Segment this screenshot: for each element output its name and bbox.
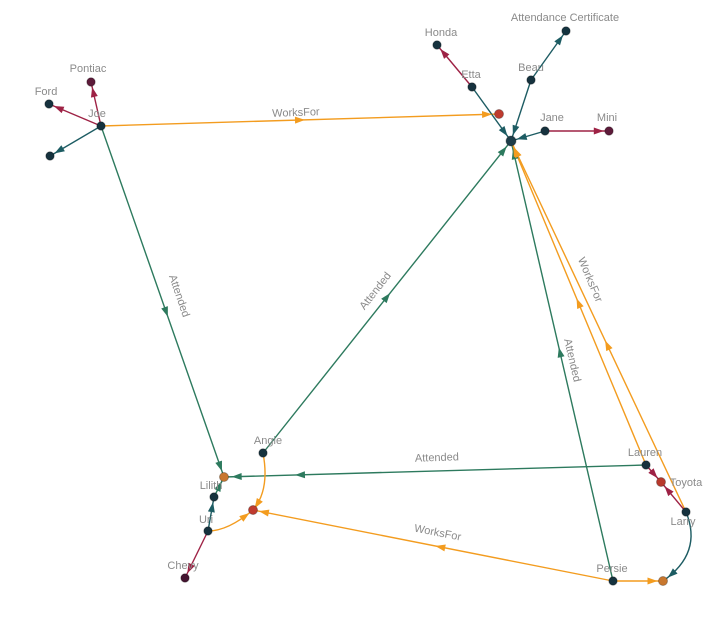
edge-arrow-icon [161, 306, 168, 317]
edge-arrow-icon [497, 146, 507, 157]
node-company-right[interactable] [658, 576, 668, 586]
edge-arrow-icon [593, 127, 604, 135]
edge-larry-hub[interactable] [510, 140, 687, 513]
node-label: Jane [540, 112, 564, 124]
edge-beau-attendance-certificate[interactable] [530, 30, 567, 81]
node-joe-contact[interactable] [45, 151, 55, 161]
node-company-top[interactable] [494, 109, 504, 119]
edge-arrow-icon [435, 544, 446, 552]
node-event-bottom[interactable] [219, 472, 229, 482]
edge-lauren-event-bottom[interactable] [223, 464, 647, 478]
node-pontiac[interactable] [86, 77, 96, 87]
edge-label: Attended [415, 451, 459, 465]
edge-arrow-icon [498, 125, 508, 137]
edge-label: Attended [166, 273, 192, 319]
edge-arrow-icon [481, 111, 493, 119]
edge-persie-hub[interactable] [510, 140, 614, 582]
node-label: Pontiac [70, 63, 107, 75]
edge-joe-event-bottom[interactable] [100, 125, 225, 478]
node-etta[interactable] [467, 82, 477, 92]
node-label: Ford [35, 86, 58, 98]
edge-arrow-icon [516, 133, 528, 140]
edge-arrow-icon [440, 48, 450, 59]
node-ford[interactable] [44, 99, 54, 109]
node-company-bottom[interactable] [248, 505, 258, 515]
node-label: Persie [596, 563, 627, 575]
edge-arrow-icon [557, 347, 565, 358]
node-lauren[interactable] [641, 460, 651, 470]
node-honda[interactable] [432, 40, 442, 50]
node-label: Toyota [670, 477, 703, 489]
edge-etta-honda[interactable] [436, 44, 473, 88]
node-label: Mini [597, 112, 617, 124]
edge-arrow-icon [54, 145, 65, 154]
edge-label: Attended [561, 338, 583, 384]
node-beau[interactable] [526, 75, 536, 85]
edge-joe-joe-contact[interactable] [49, 125, 102, 157]
edge-arrow-icon [90, 87, 98, 98]
node-label: Honda [425, 27, 458, 39]
node-chevy[interactable] [180, 573, 190, 583]
edge-arrow-icon [215, 460, 222, 472]
edge-arrow-icon [514, 147, 522, 159]
node-label: Etta [461, 69, 481, 81]
edge-label: Attended [357, 270, 394, 312]
edge-arrow-icon [239, 513, 250, 522]
node-label: Lauren [628, 447, 662, 459]
edge-arrow-icon [258, 509, 270, 517]
edge-persie-company-bottom[interactable] [252, 509, 614, 582]
node-lilith[interactable] [209, 492, 219, 502]
edge-arrow-icon [512, 124, 520, 136]
edge-arrow-icon [648, 468, 658, 479]
edge-label: WorksFor [413, 523, 462, 544]
edge-joe-ford[interactable] [48, 103, 102, 127]
node-label: Lilith [200, 480, 223, 492]
node-attendance-certificate[interactable] [561, 26, 571, 36]
edge-arrow-icon [53, 106, 65, 114]
node-mini[interactable] [604, 126, 614, 136]
node-label: Beau [518, 62, 544, 74]
edge-arrow-icon [294, 116, 305, 124]
edge-label: WorksFor [272, 106, 320, 120]
edge-arrow-icon [381, 293, 391, 304]
node-jane[interactable] [540, 126, 550, 136]
edge-uri-company-bottom[interactable] [207, 509, 254, 532]
edge-label: WorksFor [575, 256, 605, 305]
node-label: Attendance Certificate [511, 12, 619, 24]
edge-arrow-icon [605, 340, 613, 352]
node-persie[interactable] [608, 576, 618, 586]
node-label: Chevy [167, 560, 199, 572]
arrows-layer [53, 35, 678, 585]
edge-arrow-icon [207, 502, 215, 513]
node-uri[interactable] [203, 526, 213, 536]
edge-arrow-icon [214, 481, 222, 493]
edge-arrow-icon [187, 562, 195, 574]
edge-arrow-icon [664, 486, 674, 497]
node-label: Angie [254, 435, 282, 447]
edge-arrow-icon [554, 35, 563, 46]
edge-arrow-icon [254, 498, 263, 509]
node-angie[interactable] [258, 448, 268, 458]
node-hub[interactable] [505, 135, 517, 147]
node-label: Larry [670, 516, 696, 528]
edge-arrow-icon [647, 577, 658, 585]
edge-arrow-icon [294, 471, 306, 479]
nodes-layer [44, 26, 691, 586]
edge-arrow-icon [231, 472, 242, 480]
edge-arrow-icon [576, 298, 584, 309]
edge-arrow-icon [667, 568, 678, 578]
edge-uri-chevy[interactable] [184, 530, 209, 579]
node-label: Joe [88, 108, 106, 120]
node-joe[interactable] [96, 121, 106, 131]
node-toyota[interactable] [656, 477, 666, 487]
node-larry[interactable] [681, 507, 691, 517]
edge-beau-hub[interactable] [510, 79, 532, 142]
node-label: Uri [199, 514, 213, 526]
